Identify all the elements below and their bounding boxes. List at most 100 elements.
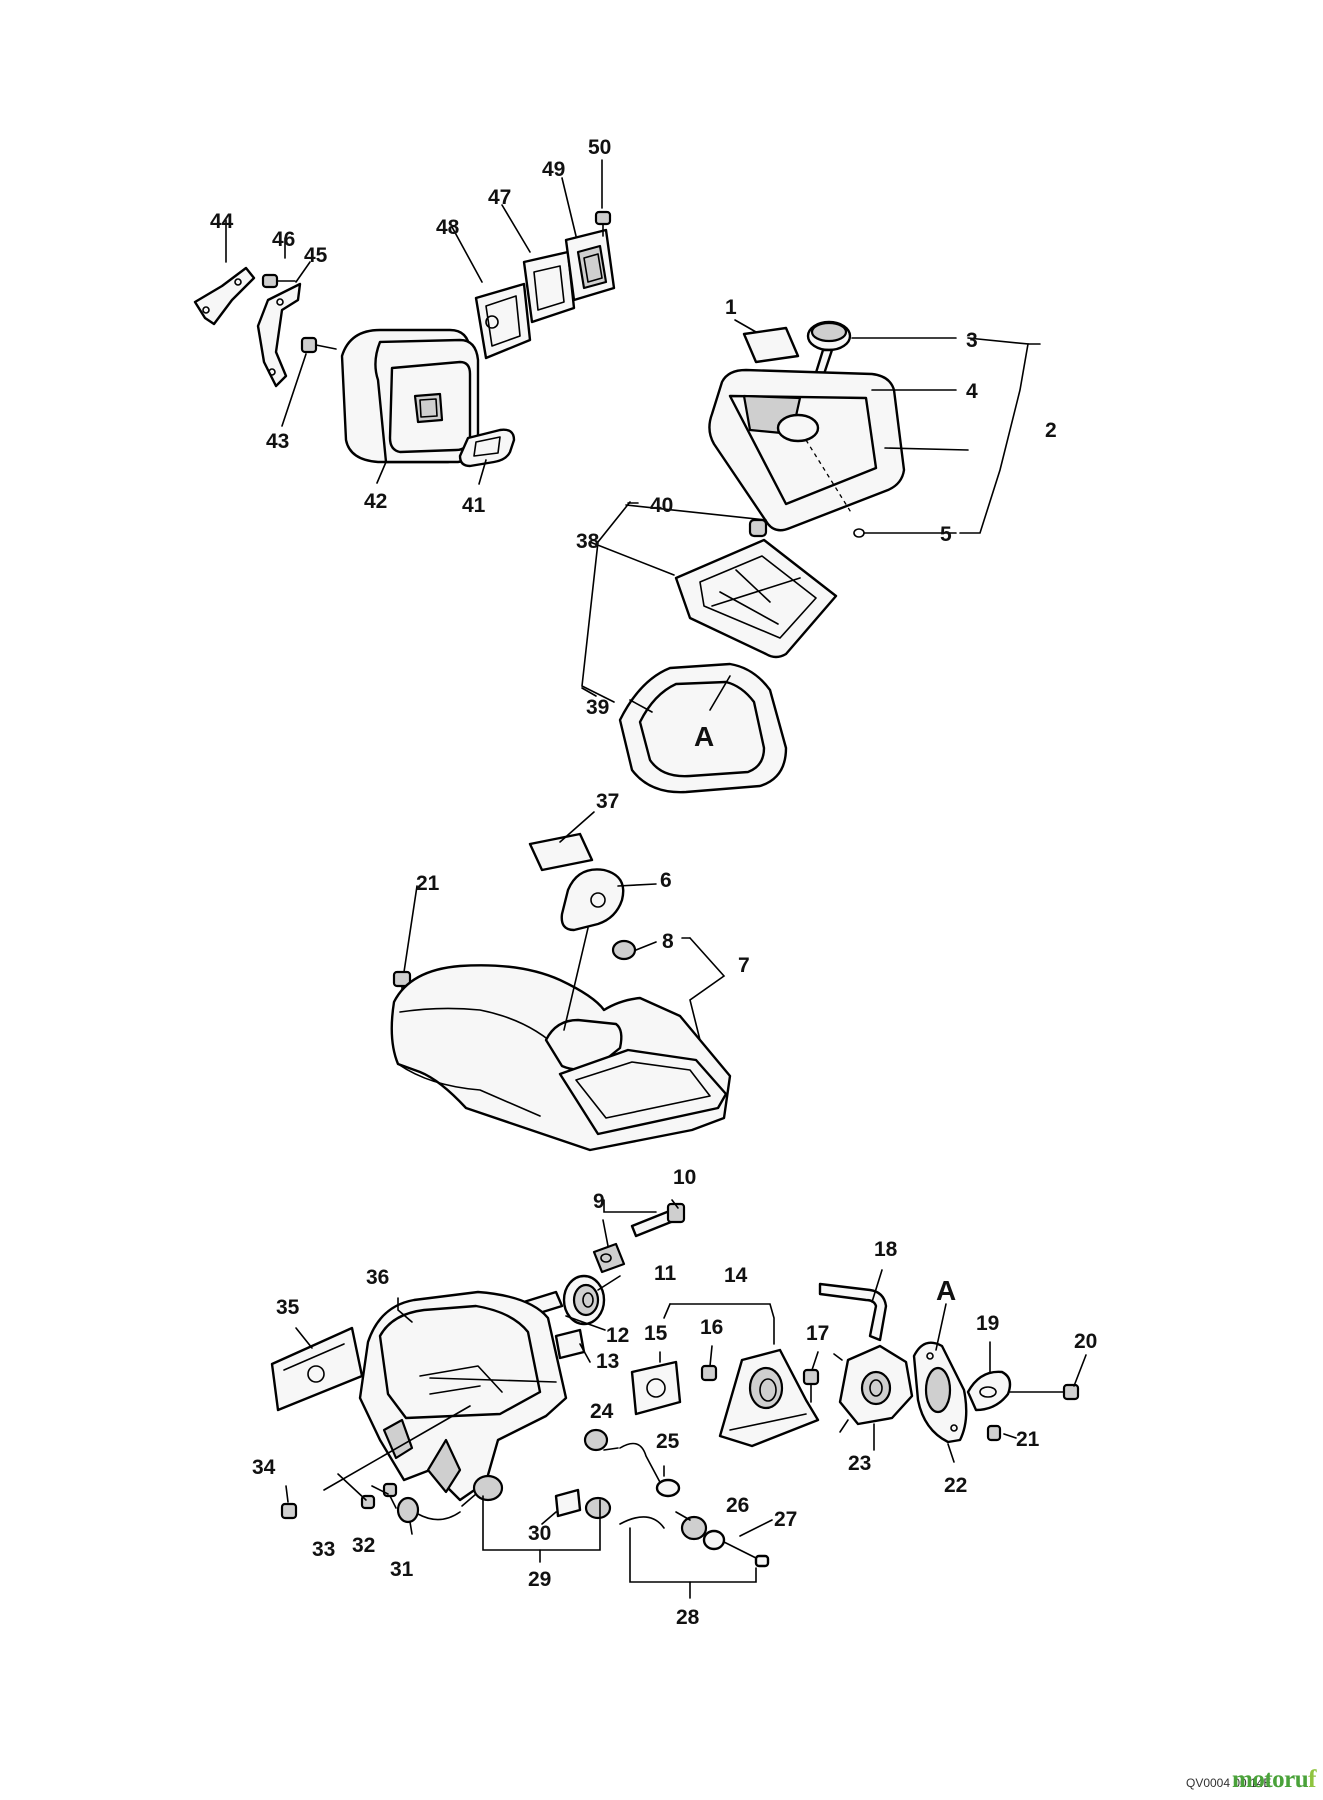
part-16-nut: [700, 1364, 718, 1382]
callout-36: 36: [366, 1266, 389, 1289]
callout-44: 44: [210, 210, 234, 233]
part-41-gasket: [458, 428, 516, 468]
reference-mark-a-filter: A: [694, 721, 714, 752]
callout-21-bottom: 21: [1016, 1428, 1040, 1451]
part-21-screw-bottom: [986, 1424, 1002, 1442]
callout-31: 31: [390, 1558, 414, 1581]
callout-8: 8: [662, 930, 674, 953]
part-31-plug: [396, 1496, 461, 1524]
part-1-label: [742, 326, 800, 364]
part-35-side-plate: [270, 1326, 364, 1412]
callout-16: 16: [700, 1316, 723, 1339]
callout-38: 38: [576, 530, 600, 553]
part-45-bracket: [256, 282, 302, 388]
part-37-label: [528, 832, 594, 872]
callout-47: 47: [488, 186, 511, 209]
callout-23: 23: [848, 1452, 871, 1475]
callout-19: 19: [976, 1312, 999, 1335]
callout-37: 37: [596, 790, 619, 813]
callout-42: 42: [364, 490, 387, 513]
reference-mark-a-carburetor: A: [936, 1275, 956, 1306]
part-14-manifold: [718, 1348, 820, 1448]
part-19-cap: [966, 1370, 1012, 1412]
callout-27: 27: [774, 1508, 797, 1531]
callout-13: 13: [596, 1350, 619, 1373]
callout-10: 10: [673, 1166, 696, 1189]
part-25-wire: [619, 1442, 681, 1498]
callout-39: 39: [586, 696, 609, 719]
callout-22: 22: [944, 1474, 967, 1497]
callout-2: 2: [1045, 419, 1057, 442]
callout-7: 7: [738, 954, 750, 977]
callout-6: 6: [660, 869, 672, 892]
callout-30: 30: [528, 1522, 551, 1545]
callout-25: 25: [656, 1430, 680, 1453]
callout-50: 50: [588, 136, 611, 159]
lower-assembly-group: [270, 1202, 1080, 1568]
part-23-carburetor: [833, 1344, 914, 1433]
callout-34: 34: [252, 1456, 276, 1479]
callout-14: 14: [724, 1264, 748, 1287]
callout-15: 15: [644, 1322, 668, 1345]
callout-5: 5: [940, 523, 952, 546]
callout-33: 33: [312, 1538, 335, 1561]
callout-11: 11: [654, 1262, 677, 1285]
watermark-accent: f: [1308, 1766, 1316, 1793]
part-6-gasket: [560, 868, 625, 932]
part-39-seal: [618, 662, 788, 794]
callout-35: 35: [276, 1296, 300, 1319]
part-20-screw: [1009, 1383, 1080, 1401]
part-43-bolt: [300, 336, 337, 354]
part-47-plate: [522, 250, 576, 324]
part-9-sleeve: [592, 1242, 626, 1274]
part-44-heat-plate: [193, 266, 256, 326]
drawing-code: QV0004 00 14E: [1186, 1776, 1272, 1790]
part-8-plug: [611, 939, 637, 961]
part-26-nut: [680, 1515, 708, 1541]
callout-46: 46: [272, 228, 295, 251]
part-28-wire: [619, 1516, 665, 1529]
air-filter-cover-group: [618, 320, 906, 794]
part-50-screw: [594, 210, 612, 237]
callout-4: 4: [966, 380, 978, 403]
part-15-gasket: [630, 1360, 682, 1416]
callout-40: 40: [650, 494, 673, 517]
part-22-adaptor: [912, 1341, 968, 1444]
callout-labels: 1 2 3 4 5 6 7 8 9 10 11 12 13 14 15 16 1…: [210, 136, 1097, 1629]
part-48-gasket: [474, 282, 532, 360]
part-40-nut: [748, 518, 768, 538]
part-34-bolt: [280, 1502, 298, 1520]
callout-43: 43: [266, 430, 289, 453]
callout-21-top: 21: [416, 872, 440, 895]
part-2-air-filter-cover: [708, 368, 906, 532]
part-27-pin: [702, 1529, 770, 1568]
callout-24: 24: [590, 1400, 614, 1423]
part-30-nut: [584, 1496, 612, 1520]
upper-housing-group: [390, 832, 732, 1152]
callout-41: 41: [462, 494, 486, 517]
callout-3: 3: [966, 329, 978, 352]
part-42-muffler: [340, 328, 480, 464]
part-17-screw: [802, 1368, 820, 1403]
muffler-group: [193, 210, 616, 468]
part-49-cover: [564, 228, 616, 302]
callout-32: 32: [352, 1534, 375, 1557]
callout-26: 26: [726, 1494, 749, 1517]
part-32-screw: [382, 1482, 398, 1509]
part-10-bolt: [630, 1202, 686, 1238]
callout-1: 1: [725, 296, 737, 319]
part-46-screw: [261, 273, 296, 289]
watermark-text: motoru: [1232, 1766, 1309, 1793]
part-5-ring: [853, 528, 865, 538]
callout-12: 12: [606, 1324, 629, 1347]
callout-45: 45: [304, 244, 328, 267]
part-29-switch: [461, 1474, 504, 1507]
leader-lines: [225, 159, 1087, 1599]
part-38-filter: [674, 538, 838, 659]
part-11-bushing: [562, 1274, 606, 1326]
callout-17: 17: [806, 1322, 829, 1345]
callout-49: 49: [542, 158, 565, 181]
part-18-fuel-line: [818, 1282, 888, 1342]
